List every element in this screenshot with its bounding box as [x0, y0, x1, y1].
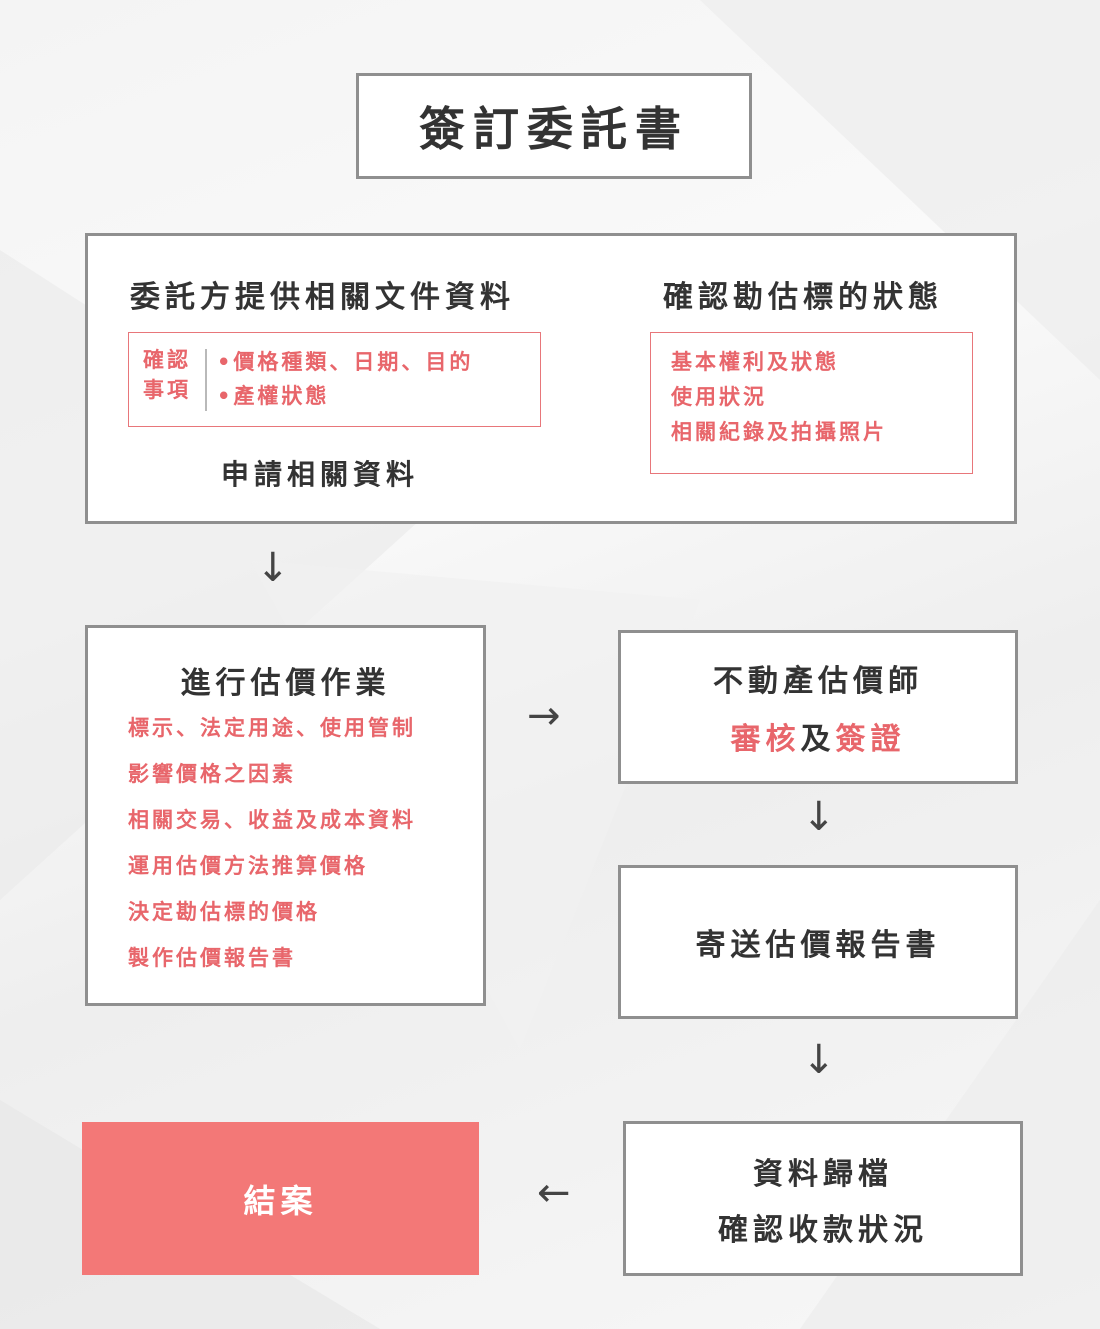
step-send-report-box: 寄送估價報告書	[618, 865, 1018, 1019]
appraisal-heading: 進行估價作業	[180, 666, 391, 701]
status-item: 使用狀況	[671, 385, 767, 409]
confirm-items-box: 確認 事項 •價格種類、日期、目的 •產權狀態	[128, 332, 541, 427]
status-heading: 確認勘估標的狀態	[663, 280, 943, 315]
appraiser-label: 不動產估價師	[713, 664, 923, 699]
arrow-right-icon: →	[527, 693, 561, 739]
confirm-item: •產權狀態	[217, 384, 330, 408]
appraisal-item: 相關交易、收益及成本資料	[128, 808, 416, 832]
payment-check-label: 確認收款狀況	[718, 1212, 928, 1248]
step-appraisal-box: 進行估價作業 標示、法定用途、使用管制 影響價格之因素 相關交易、收益及成本資料…	[85, 625, 486, 1006]
case-closed-box: 結案	[82, 1122, 479, 1275]
step-archive-box: 資料歸檔 確認收款狀況	[623, 1121, 1023, 1276]
confirm-list: •價格種類、日期、目的 •產權狀態	[217, 345, 473, 413]
step-documents-box: 委託方提供相關文件資料 確認 事項 •價格種類、日期、目的 •產權狀態 申請相關…	[85, 233, 1017, 524]
confirm-divider	[205, 349, 207, 411]
case-closed-label: 結案	[243, 1181, 318, 1220]
send-report-label: 寄送估價報告書	[695, 928, 941, 963]
arrow-down-icon: ↓	[256, 545, 290, 591]
documents-heading: 委託方提供相關文件資料	[130, 280, 515, 315]
title-box: 簽訂委託書	[356, 73, 752, 179]
status-item: 相關紀錄及拍攝照片	[671, 420, 887, 444]
appraisal-item: 運用估價方法推算價格	[128, 854, 368, 878]
status-item: 基本權利及狀態	[671, 350, 839, 374]
arrow-down-icon: ↓	[802, 1037, 836, 1083]
appraisal-item: 標示、法定用途、使用管制	[128, 716, 416, 740]
step-review-box: 不動產估價師 審核及簽證	[618, 630, 1018, 784]
appraisal-item: 決定勘估標的價格	[128, 900, 320, 924]
status-list: 基本權利及狀態 使用狀況 相關紀錄及拍攝照片	[671, 345, 887, 450]
arrow-left-icon: ←	[537, 1170, 571, 1216]
page-title: 簽訂委託書	[419, 102, 689, 156]
confirm-item: •價格種類、日期、目的	[217, 350, 474, 374]
arrow-down-icon: ↓	[802, 794, 836, 840]
appraisal-item: 影響價格之因素	[128, 762, 296, 786]
appraisal-item: 製作估價報告書	[128, 946, 296, 970]
confirm-label: 確認 事項	[143, 348, 191, 402]
review-sign-label: 審核及簽證	[730, 722, 906, 757]
status-items-box: 基本權利及狀態 使用狀況 相關紀錄及拍攝照片	[650, 332, 973, 474]
archive-label: 資料歸檔	[753, 1156, 893, 1192]
apply-documents-label: 申請相關資料	[221, 458, 420, 491]
